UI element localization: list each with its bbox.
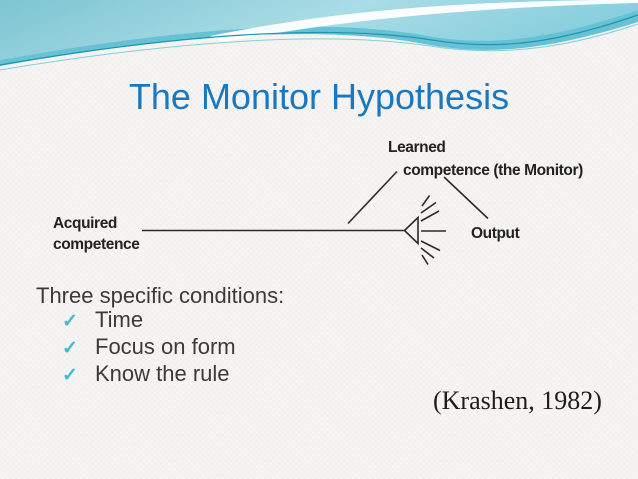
acquired-label-line1: Acquired	[53, 215, 117, 232]
check-icon: ✓	[62, 365, 78, 386]
slide-title: The Monitor Hypothesis	[128, 76, 510, 117]
learned-label-line1: Learned	[388, 139, 446, 156]
condition-label: Know the rule	[95, 361, 230, 386]
check-icon: ✓	[62, 338, 78, 359]
ray-icon	[421, 195, 431, 207]
wave-white-streak	[210, 0, 638, 42]
conditions-list: ✓ Time ✓ Focus on form ✓ Know the rule	[62, 307, 236, 388]
wave-hairline-2	[0, 23, 638, 71]
check-icon: ✓	[62, 311, 78, 332]
list-item: ✓ Know the rule	[62, 361, 236, 388]
monitor-triangle-icon	[403, 215, 419, 246]
output-pointer-line	[443, 176, 489, 220]
learned-pointer-line	[347, 170, 398, 225]
learned-label-line2: competence (the Monitor)	[403, 162, 583, 179]
output-label: Output	[471, 225, 520, 242]
wave-blue-field	[0, 0, 638, 60]
condition-label: Focus on form	[95, 334, 236, 359]
ray-icon	[421, 254, 429, 265]
ray-icon	[420, 210, 440, 222]
citation: (Krashen, 1982)	[433, 386, 602, 415]
header-wave-decoration	[0, 0, 638, 71]
condition-label: Time	[95, 307, 144, 332]
wave-hairline-1	[0, 14, 638, 66]
ray-icon	[420, 201, 437, 214]
list-item: ✓ Focus on form	[62, 334, 236, 361]
conditions-heading: Three specific conditions:	[36, 283, 285, 308]
ray-icon	[420, 240, 441, 252]
list-item: ✓ Time	[62, 307, 236, 334]
acquired-label-line2: competence	[53, 236, 140, 253]
ray-icon	[420, 247, 435, 259]
